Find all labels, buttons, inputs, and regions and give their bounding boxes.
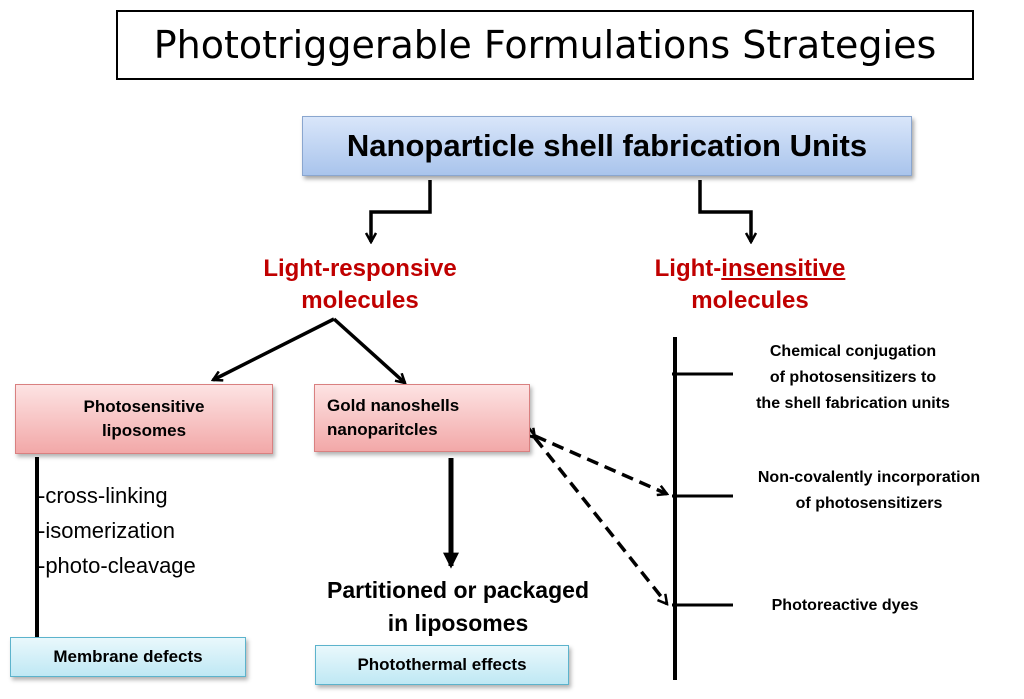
partitioned-line1: Partitioned or packaged [326,577,589,603]
option-chemical-conjugation: Chemical conjugation of photosensitizers… [728,339,978,417]
light-responsive-label: Light-responsive molecules [240,253,480,317]
light-insensitive-prefix: Light- [654,255,722,282]
diagram-title: Phototriggerable Formulations Strategies [116,10,974,80]
option-conjugation-line1: Chemical conjugation [769,343,937,360]
gold-nanoshells-line1: Gold nanoshells [327,396,460,415]
root-node-shell-units: Nanoparticle shell fabrication Units [302,116,912,176]
connector-root-to-insensitive [698,180,751,242]
light-insensitive-line2: molecules [691,287,809,314]
option-conjugation-line2: of photosensitizers to [769,369,937,386]
mechanism-item: -photo-cleavage [38,553,196,578]
photothermal-effects-node: Photothermal effects [315,645,569,685]
light-responsive-line1: Light-responsive [263,255,457,282]
option-non-covalent: Non-covalently incorporation of photosen… [728,465,1010,517]
membrane-defects-node: Membrane defects [10,637,246,677]
light-insensitive-label: Light-insensitive molecules [630,253,870,317]
light-responsive-line2: molecules [301,287,419,314]
option-non-covalent-line2: of photosensitizers [795,495,943,512]
photosensitive-liposomes-node: Photosensitive liposomes [15,384,273,454]
light-insensitive-emphasis: insensitive [721,255,846,282]
dashed-arrow-gold-dyes [535,438,667,604]
connector-responsive-to-gold [332,317,405,383]
option-non-covalent-line1: Non-covalently incorporation [757,469,981,486]
liposome-mechanisms-list: -cross-linking -isomerization -photo-cle… [38,478,196,583]
gold-nanoshells-line2: nanoparitcles [327,420,438,439]
partitioned-line2: in liposomes [387,610,529,636]
dashed-arrow-gold-non-covalent [535,436,667,494]
photosensitive-liposomes-line1: Photosensitive [83,397,205,416]
photosensitive-liposomes-line2: liposomes [101,421,187,440]
gold-nanoshells-node: Gold nanoshells nanoparitcles [314,384,530,452]
option-conjugation-line3: the shell fabrication units [756,395,950,412]
connector-responsive-to-liposomes [213,317,335,380]
connector-root-to-responsive [371,180,432,242]
mechanism-item: -isomerization [38,518,175,543]
mechanism-item: -cross-linking [38,483,168,508]
option-photoreactive-dyes: Photoreactive dyes [771,597,919,614]
partitioned-label: Partitioned or packaged in liposomes [298,574,618,640]
